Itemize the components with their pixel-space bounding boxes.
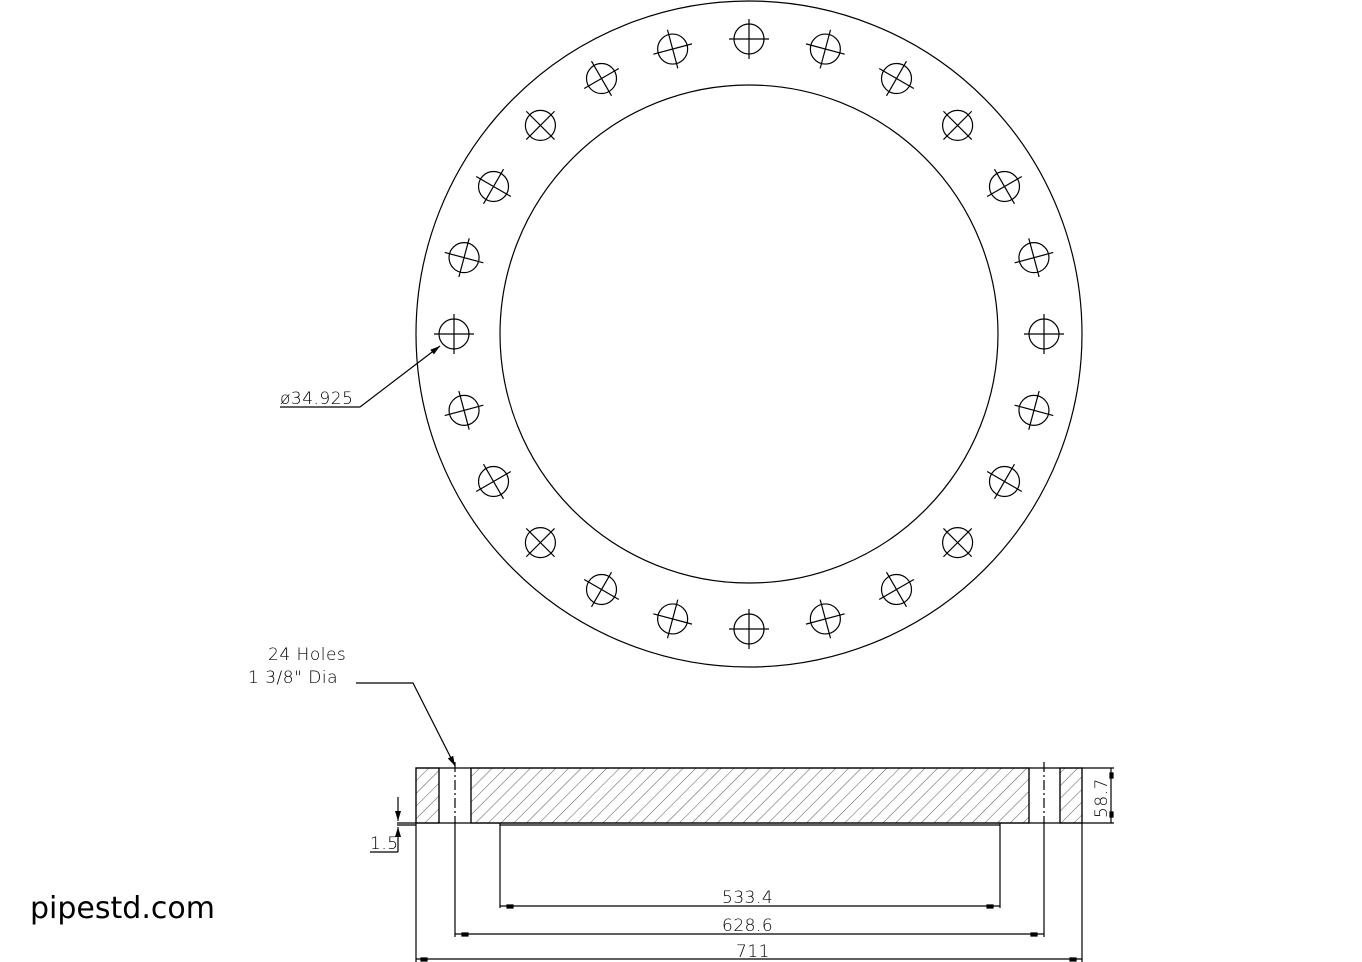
bolt-hole — [943, 528, 973, 558]
bolt-holes — [434, 19, 1064, 649]
bolt-hole — [987, 464, 1022, 499]
bolt-hole — [445, 391, 484, 430]
bolt-hole — [445, 238, 484, 277]
watermark: pipestd.com — [30, 891, 215, 926]
bolt-hole — [653, 600, 692, 639]
bolt-hole — [729, 609, 769, 649]
bolt-hole — [729, 19, 769, 59]
dim-raised-face-height: 1.5 — [370, 834, 399, 854]
bolt-hole — [987, 169, 1022, 204]
bolt-hole — [879, 61, 914, 96]
section-view — [370, 762, 1114, 962]
outer-circle — [416, 1, 1082, 667]
hole-diameter-label: ø34.925 — [280, 389, 353, 409]
bolt-hole — [1015, 238, 1054, 277]
inner-circle — [500, 85, 998, 583]
plan-view — [416, 1, 1082, 667]
bolt-hole — [525, 110, 555, 140]
section-note: 24 Holes 1 3/8" Dia — [248, 645, 455, 766]
bolt-hole — [879, 572, 914, 607]
bolt-hole — [806, 30, 845, 69]
bolt-hole — [476, 169, 511, 204]
bolt-hole — [476, 464, 511, 499]
bolt-hole — [1015, 391, 1054, 430]
bolt-hole — [434, 314, 474, 354]
note-hole-count: 24 Holes — [268, 645, 346, 665]
dim-bolt-circle-diameter: 628.6 — [722, 916, 773, 936]
hole-callout: ø34.925 — [280, 346, 440, 409]
dim-outside-diameter: 711 — [736, 942, 770, 962]
dim-flange-thickness: 58.7 — [1092, 778, 1112, 818]
bolt-hole — [1024, 314, 1064, 354]
bolt-hole — [806, 600, 845, 639]
bolt-hole — [584, 572, 619, 607]
bolt-hole — [653, 30, 692, 69]
dim-raised-face-diameter: 533.4 — [722, 888, 773, 908]
bolt-hole — [584, 61, 619, 96]
bolt-hole — [525, 528, 555, 558]
bolt-hole — [943, 110, 973, 140]
note-hole-diameter: 1 3/8" Dia — [248, 668, 338, 688]
